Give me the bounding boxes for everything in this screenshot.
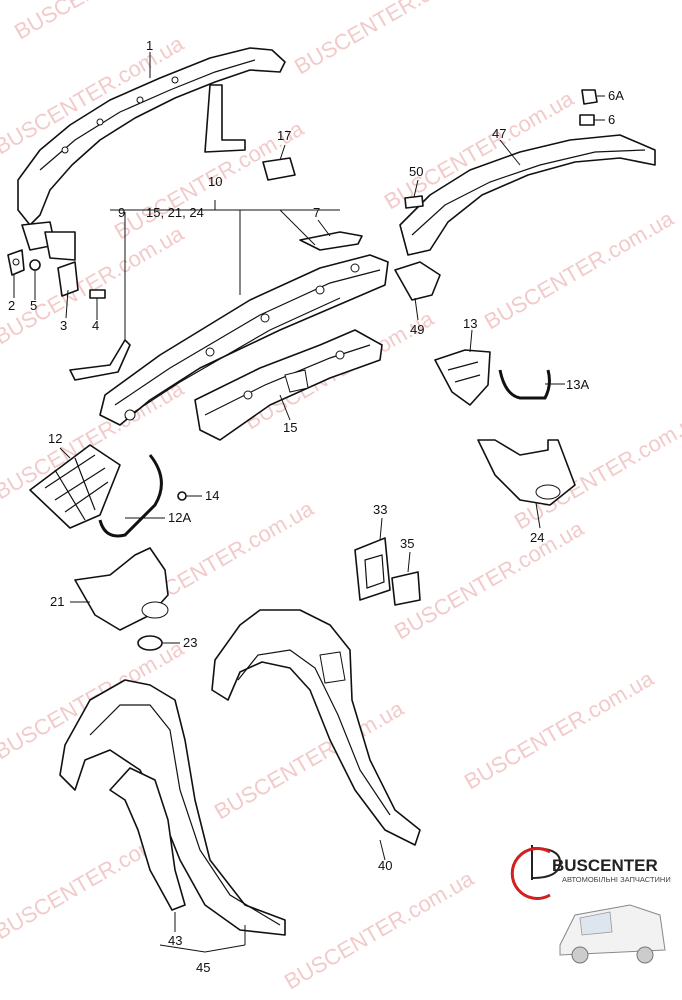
part-13a-hose bbox=[498, 369, 551, 400]
callout-10: 10 bbox=[208, 174, 222, 189]
callout-15: 15 bbox=[283, 420, 297, 435]
callout-17: 17 bbox=[277, 128, 291, 143]
watermark: BUSCENTER.com.ua bbox=[460, 665, 658, 794]
part-12a-hose bbox=[98, 454, 163, 538]
part-13-bracket bbox=[434, 349, 491, 406]
callout-labels: 1 2 3 4 5 6 6A 7 9 10 15, 21, 24 12 12A … bbox=[8, 38, 624, 975]
part-43-inner-arch bbox=[109, 767, 186, 911]
callout-1: 1 bbox=[146, 38, 153, 53]
callout-24: 24 bbox=[530, 530, 544, 545]
logo-tagline: АВТОМОБІЛЬНІ ЗАПЧАСТИНИ bbox=[562, 875, 671, 884]
callout-14: 14 bbox=[205, 488, 219, 503]
callout-2: 2 bbox=[8, 298, 15, 313]
callout-50: 50 bbox=[409, 164, 423, 179]
callout-3: 3 bbox=[60, 318, 67, 333]
callout-12: 12 bbox=[48, 431, 62, 446]
logo-c-arc bbox=[510, 847, 551, 900]
minibus-icon bbox=[559, 904, 666, 964]
watermark: BUSCENTER.com.ua bbox=[480, 205, 678, 334]
callout-9: 9 bbox=[118, 205, 125, 220]
callout-6: 6 bbox=[608, 112, 615, 127]
callout-23: 23 bbox=[183, 635, 197, 650]
logo-brand: BUSCENTER bbox=[552, 856, 658, 875]
watermark: BUSCENTER.com.ua bbox=[290, 0, 488, 79]
part-17-clip bbox=[262, 157, 296, 181]
callout-40: 40 bbox=[378, 858, 392, 873]
callout-45: 45 bbox=[196, 960, 210, 975]
callout-21: 21 bbox=[50, 594, 64, 609]
part-14-bolt bbox=[177, 491, 187, 501]
buscenter-logo: BUSCENTER АВТОМОБІЛЬНІ ЗАПЧАСТИНИ bbox=[510, 845, 671, 964]
callout-5: 5 bbox=[30, 298, 37, 313]
callout-4: 4 bbox=[92, 318, 99, 333]
callout-7: 7 bbox=[313, 205, 320, 220]
part-9-strip bbox=[69, 339, 131, 381]
part-40-wheel-arch bbox=[211, 609, 421, 846]
part-35-cover bbox=[391, 571, 421, 606]
part-23-grommet bbox=[137, 635, 163, 651]
part-21-housing bbox=[74, 547, 169, 631]
callout-13: 13 bbox=[463, 316, 477, 331]
part-45-side-panel bbox=[59, 679, 286, 936]
leader-lines bbox=[13, 52, 605, 953]
part-6-clips bbox=[579, 89, 598, 126]
callout-43: 43 bbox=[168, 933, 182, 948]
callout-33: 33 bbox=[373, 502, 387, 517]
callout-6a: 6A bbox=[608, 88, 624, 103]
callout-13a: 13A bbox=[566, 377, 589, 392]
part-12-grille bbox=[29, 444, 121, 529]
part-15-panel bbox=[194, 329, 383, 441]
part-1-cross-member bbox=[17, 47, 286, 261]
part-10-cross-panel bbox=[99, 254, 389, 426]
callout-47: 47 bbox=[492, 126, 506, 141]
part-7-bracket bbox=[299, 231, 363, 251]
part-47-cowl bbox=[399, 134, 656, 256]
watermark: BUSCENTER.com.ua bbox=[280, 865, 478, 994]
part-49-bracket bbox=[394, 261, 441, 301]
callout-49: 49 bbox=[410, 322, 424, 337]
part-24-housing bbox=[477, 439, 576, 506]
callout-12a: 12A bbox=[168, 510, 191, 525]
part-50-cap bbox=[404, 195, 424, 209]
callout-35: 35 bbox=[400, 536, 414, 551]
part-33-plate bbox=[354, 537, 391, 601]
watermark: BUSCENTER.com.ua bbox=[390, 515, 588, 644]
callout-10-group: 15, 21, 24 bbox=[146, 205, 204, 220]
